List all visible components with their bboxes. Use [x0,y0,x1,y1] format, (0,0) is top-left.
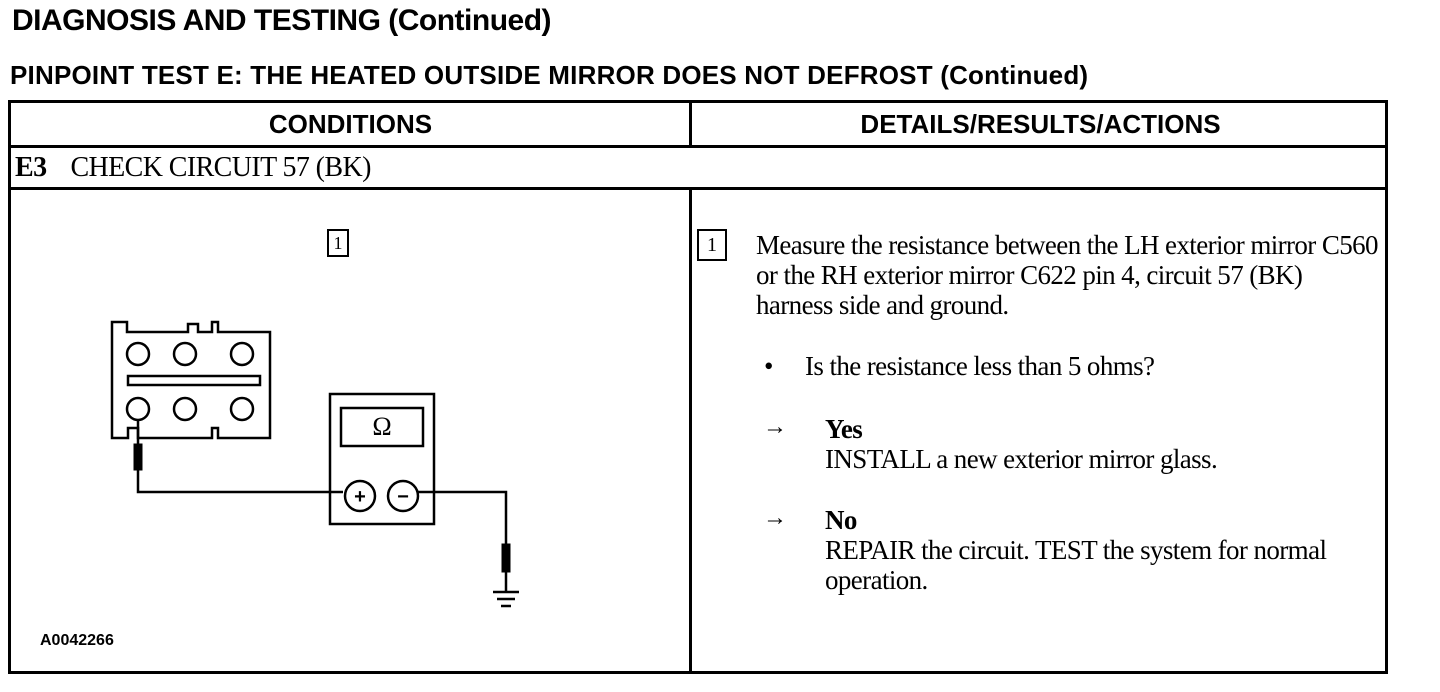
step-row: E3 CHECK CIRCUIT 57 (BK) [15,148,371,188]
ohmmeter-circuit-diagram: Ω + − [110,320,519,608]
ground-symbol-icon [493,590,519,608]
answer-yes-label: Yes [825,414,863,444]
test-title: PINPOINT TEST E: THE HEATED OUTSIDE MIRR… [10,60,1089,90]
answer-yes-action: INSTALL a new exterior mirror glass. [825,444,1218,474]
step-number-box: 1 [697,229,727,261]
figure-id: A0042266 [40,632,114,649]
bullet-marker: • [764,351,773,381]
column-divider-body [689,187,692,671]
pinpoint-test-table: CONDITIONS DETAILS/RESULTS/ACTIONS E3 CHE… [8,100,1388,674]
answer-no-action: REPAIR the circuit. TEST the system for … [825,535,1327,595]
figure-reference-box: 1 [327,229,349,257]
step-id: E3 [15,152,47,183]
row-divider-header [11,145,1385,148]
plus-terminal-label: + [354,486,366,508]
row-divider-step [11,187,1385,190]
column-header-conditions: CONDITIONS [268,109,433,139]
column-divider-header [689,103,692,146]
answer-no: No REPAIR the circuit. TEST the system f… [825,505,1381,595]
answer-yes: Yes INSTALL a new exterior mirror glass. [825,414,1381,474]
question-text: Is the resistance less than 5 ohms? [805,351,1155,381]
page-title: DIAGNOSIS AND TESTING (Continued) [12,4,552,37]
arrow-icon: → [763,505,787,531]
step-title: CHECK CIRCUIT 57 (BK) [70,152,371,183]
arrow-icon: → [763,414,787,440]
column-header-details: DETAILS/RESULTS/ACTIONS [860,109,1221,139]
minus-terminal-label: − [397,486,409,508]
answer-no-label: No [825,505,857,535]
ground-probe-icon [501,543,511,592]
wire-icon [136,470,508,544]
instruction-text: Measure the resistance between the LH ex… [756,230,1379,320]
connector-icon [110,320,272,440]
ohmmeter-icon [328,392,436,526]
ohm-symbol: Ω [372,412,391,441]
